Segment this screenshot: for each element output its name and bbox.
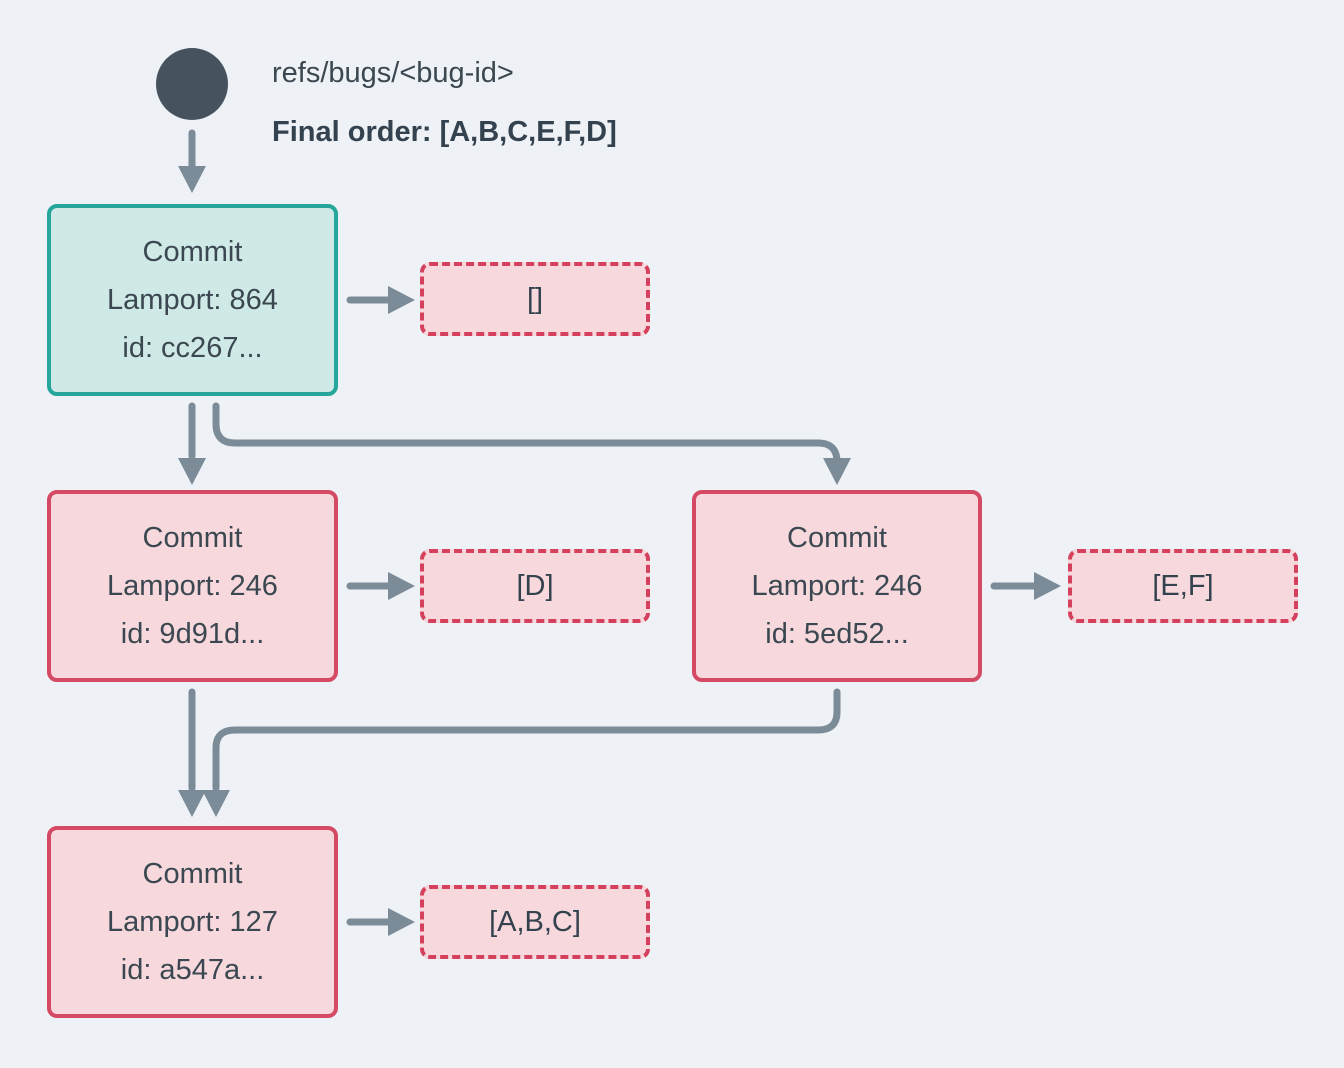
commit-title: Commit	[142, 522, 243, 554]
commit-node-root: Commit Lamport: 864 id: cc267...	[47, 204, 338, 396]
arrowhead-root-to-ops	[388, 286, 415, 314]
arrowhead-bottom-to-ops	[388, 908, 415, 936]
final-order-label: Final order: [A,B,C,E,F,D]	[272, 116, 617, 148]
commit-lamport: Lamport: 864	[107, 284, 278, 316]
commit-node-right: Commit Lamport: 246 id: 5ed52...	[692, 490, 982, 682]
commit-id: id: 9d91d...	[120, 618, 265, 650]
commit-id: id: cc267...	[122, 332, 263, 364]
arrowhead-left-to-ops	[388, 572, 415, 600]
commit-title: Commit	[787, 522, 887, 554]
ref-node-circle	[156, 48, 228, 120]
arrowhead-ref-to-root	[178, 166, 206, 193]
commit-lamport: Lamport: 246	[107, 570, 278, 602]
arrowhead-right-to-bottom	[202, 790, 230, 817]
ref-label: refs/bugs/<bug-id>	[272, 57, 514, 89]
commit-id: id: a547a...	[120, 954, 265, 986]
arrowhead-left-to-bottom	[178, 790, 206, 817]
arrowhead-root-to-left	[178, 458, 206, 485]
commit-lamport: Lamport: 127	[107, 906, 278, 938]
edge-root-to-right	[212, 402, 841, 466]
edge-right-to-bottom	[212, 688, 841, 792]
commit-node-left: Commit Lamport: 246 id: 9d91d...	[47, 490, 338, 682]
arrowhead-right-to-ops	[1034, 572, 1061, 600]
ops-box-bottom: [A,B,C]	[420, 885, 650, 959]
ops-box-root: []	[420, 262, 650, 336]
commit-title: Commit	[142, 858, 243, 890]
ops-box-right: [E,F]	[1068, 549, 1298, 623]
commit-id: id: 5ed52...	[765, 618, 909, 650]
commit-title: Commit	[142, 236, 243, 268]
ops-box-left: [D]	[420, 549, 650, 623]
arrowhead-root-to-right	[823, 458, 851, 485]
commit-node-bottom: Commit Lamport: 127 id: a547a...	[47, 826, 338, 1018]
commit-lamport: Lamport: 246	[751, 570, 923, 602]
